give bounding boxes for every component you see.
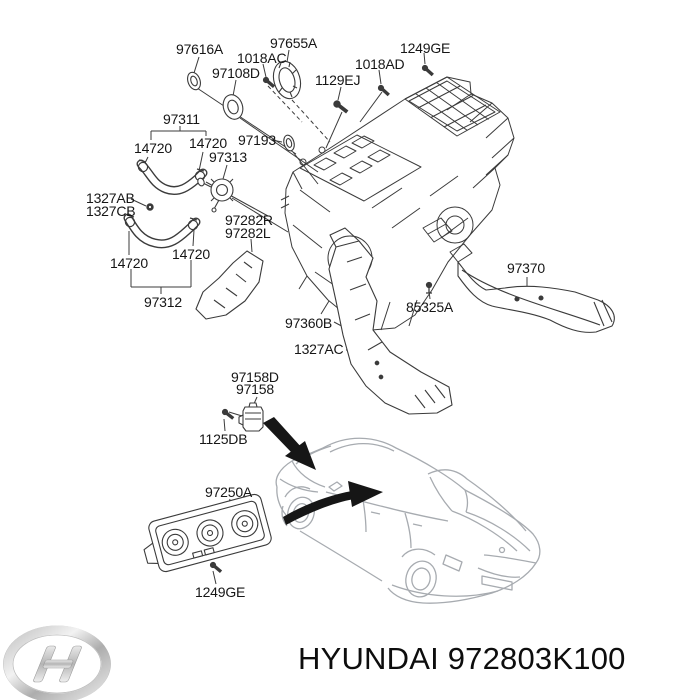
callout-97158D: 97158D [231,369,279,385]
screw-1018AD [377,84,390,97]
callout-97655A: 97655A [270,35,318,51]
heater-hose-lower-97312 [123,213,201,249]
hyundai-logo [3,625,111,700]
footer-part-number: HYUNDAI 972803K100 [298,641,626,676]
callout-1018AC: 1018AC [237,50,287,66]
callout-97616A: 97616A [176,41,224,57]
callout-97311: 97311 [163,111,200,127]
callout-1018AD: 1018AD [355,56,405,72]
car-outline [275,437,541,604]
clip-1327AB [146,203,154,211]
seal-97655A [272,60,302,100]
callout-1327CB: 1327CB [86,203,136,219]
callout-97193: 97193 [238,132,276,148]
callout-97282L: 97282L [225,225,271,241]
hyundai-logo-h [33,645,82,683]
screw-1249GE-top [421,64,434,77]
callout-85325A: 85325A [406,299,454,315]
callout-97313: 97313 [209,149,247,165]
heater-hose-upper-97311 [136,159,208,196]
heater-control-unit-97250A [143,493,272,573]
control-location-arrow [283,481,383,525]
clip-85325A [425,281,433,294]
callout-97250A: 97250A [205,484,253,500]
callout-1327AB: 1327AB [86,190,135,206]
callout-1249GE-top: 1249GE [400,40,451,56]
heater-unit-drawing [280,76,515,331]
callout-97108D: 97108D [212,65,260,81]
seal-rings [187,60,302,152]
callout-1249GE-bot: 1249GE [195,584,246,600]
callout-97312: 97312 [144,294,182,310]
fasteners [146,64,434,574]
leader-lines [128,49,528,585]
photo-sensor-97158 [238,402,264,432]
blower-grid [404,76,501,137]
location-arrows [263,417,383,525]
pipe-fitting-97313 [197,177,234,213]
grommet-97193 [283,134,295,152]
sensor-location-arrow [263,417,316,470]
callout-14720-a: 14720 [134,140,172,156]
callout-97282R: 97282R [225,212,273,228]
callout-1327AC: 1327AC [294,341,344,357]
callout-1125DB: 1125DB [199,431,248,447]
screw-1125DB [221,408,235,420]
rear-duct-97370 [457,261,615,333]
heater-pipe-elbow-97282 [195,250,264,320]
screw-1249GE-bottom [209,561,223,574]
callout-14720-b: 14720 [189,135,227,151]
evaporator-face [299,134,422,202]
callout-97370: 97370 [507,260,545,276]
screw-1129EJ [333,100,349,114]
screw-1018AC [262,76,276,89]
ring-97108D [222,94,244,120]
floor-duct-97360B [328,227,453,415]
callout-97158: 97158 [236,381,274,397]
ring-97616A [187,71,201,91]
callout-14720-c: 14720 [110,255,148,271]
callout-97360B: 97360B [285,315,333,331]
callout-1129EJ: 1129EJ [315,72,361,88]
callout-14720-d: 14720 [172,246,210,262]
